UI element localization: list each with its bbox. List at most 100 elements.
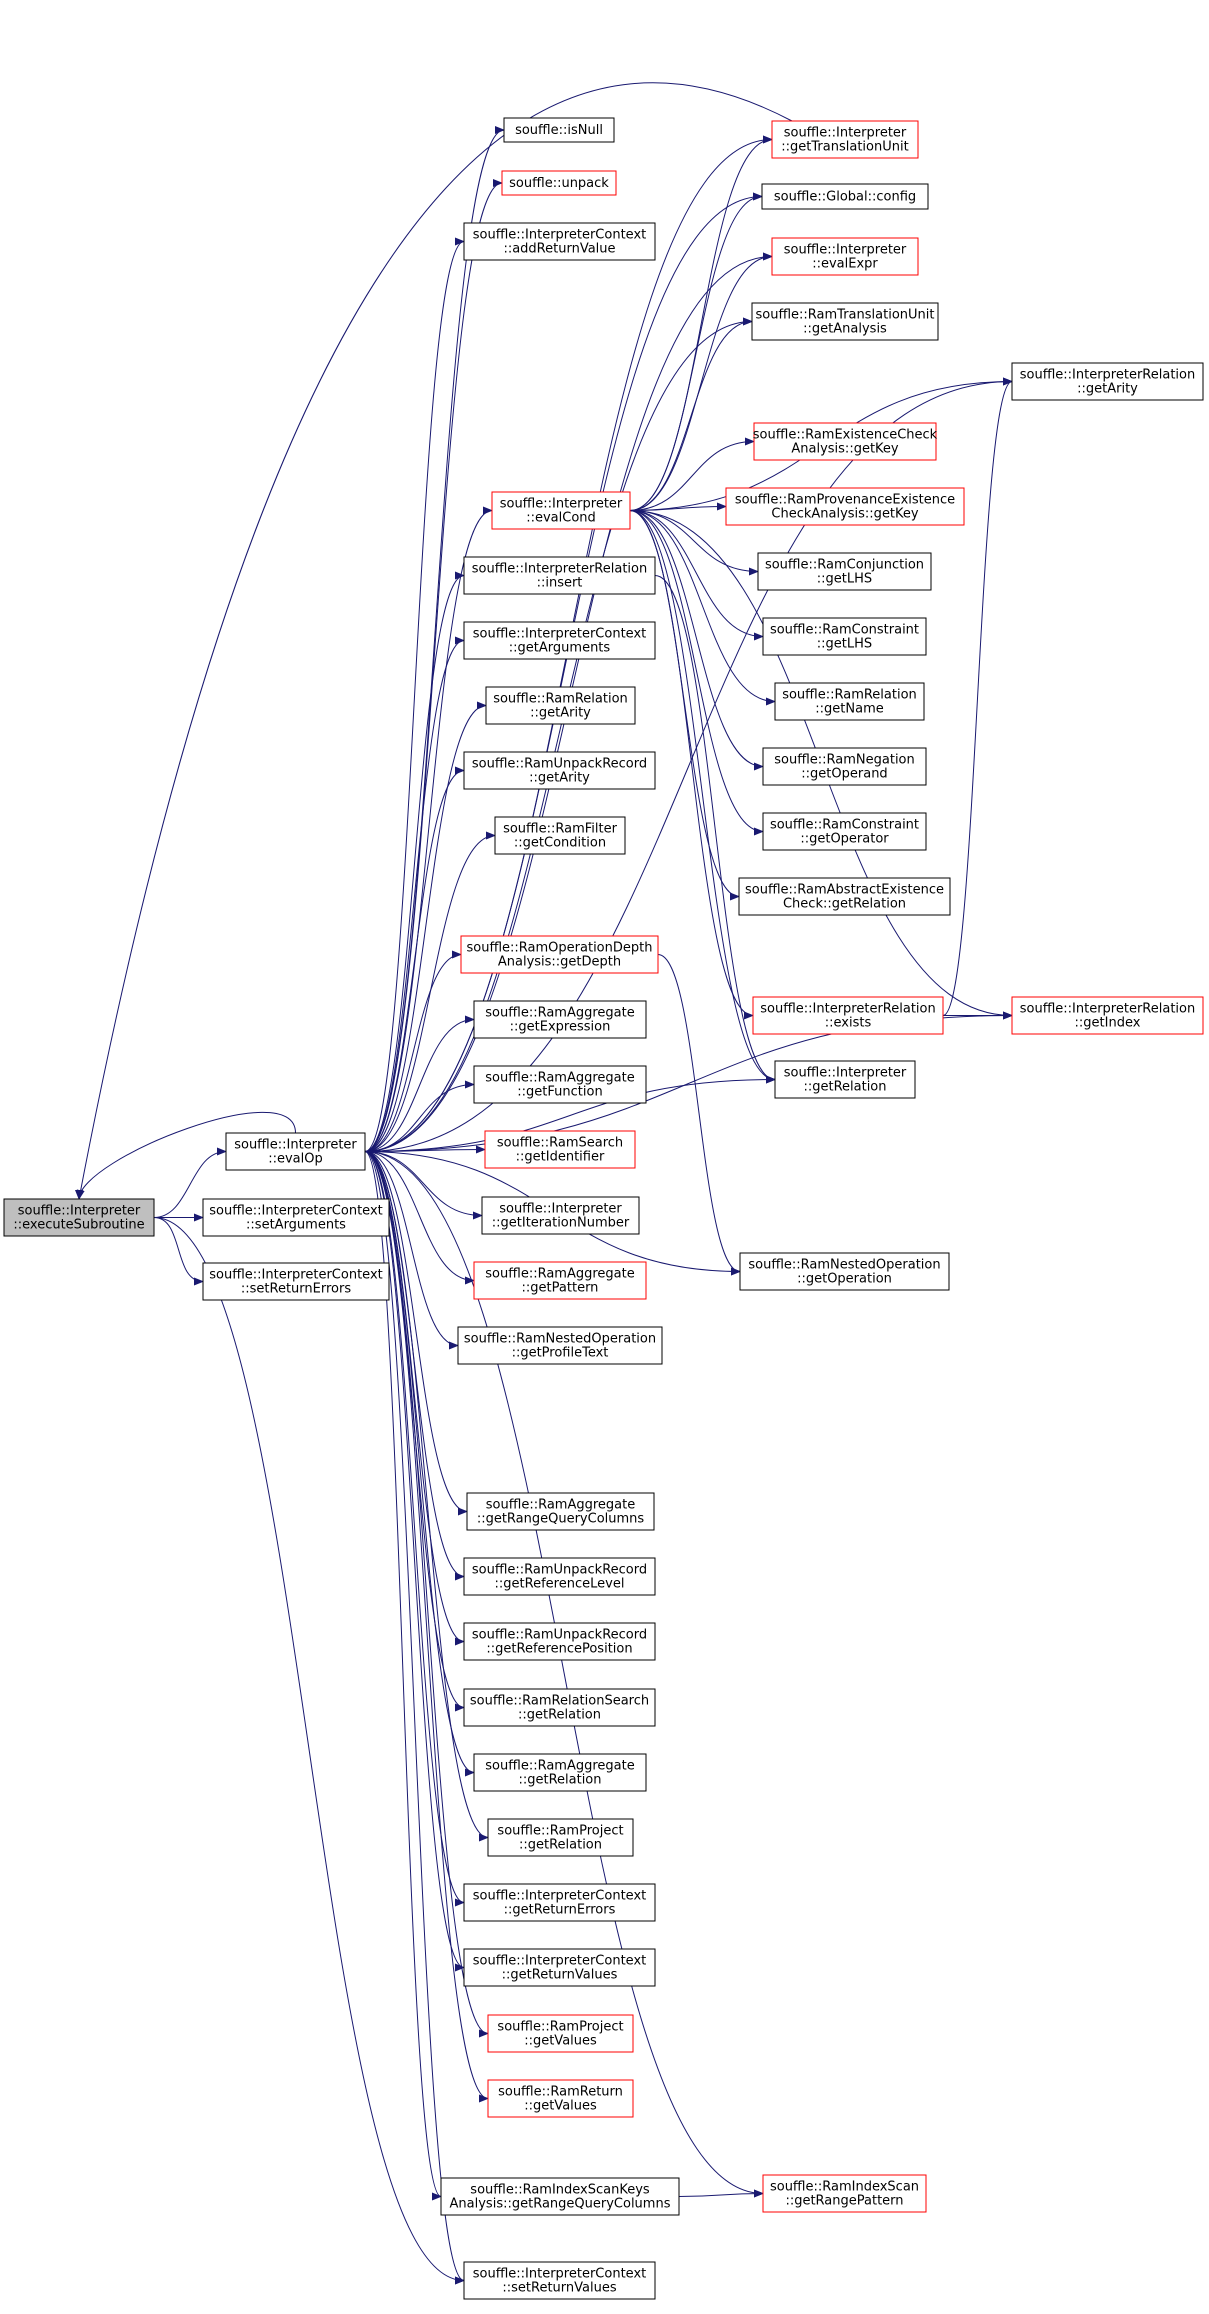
node-keysGetRangeQueryColumns[interactable]: souffle::RamIndexScanKeysAnalysis::getRa… [440,2177,680,2216]
node-getReturnErrors[interactable]: souffle::InterpreterContext::getReturnEr… [463,1883,656,1922]
node-label-line: souffle::RamAggregate [486,1498,635,1513]
node-label-line: ::executeSubroutine [13,1218,144,1233]
node-label-line: souffle::Interpreter [784,1066,907,1081]
edge-evalCond-to-interpGetRelation [629,510,776,1084]
node-label-line: ::getLHS [817,637,872,652]
edge-evalOp-to-irInsert [364,571,465,1152]
edge-irInsert-to-interpGetRelation [654,575,776,1084]
node-getDepth[interactable]: souffle::RamOperationDepthAnalysis::getD… [460,935,659,974]
node-label-line: souffle::RamProvenanceExistence [735,493,955,508]
node-label-line: souffle::RamAggregate [485,1006,634,1021]
node-getReferenceLevel[interactable]: souffle::RamUnpackRecord::getReferenceLe… [463,1557,656,1596]
node-interpGetRelation[interactable]: souffle::Interpreter::getRelation [774,1060,916,1099]
node-constraintGetOperator[interactable]: souffle::RamConstraint::getOperator [762,812,927,851]
node-getPattern[interactable]: souffle::RamAggregate::getPattern [473,1261,647,1300]
node-label-line: souffle::Interpreter [499,1202,622,1217]
node-unpack[interactable]: souffle::unpack [501,170,617,196]
node-setReturnErrors[interactable]: souffle::InterpreterContext::setReturnEr… [202,1262,390,1301]
node-getIterationNumber[interactable]: souffle::Interpreter::getIterationNumber [481,1196,640,1235]
node-label-line: souffle::InterpreterContext [473,1889,646,1904]
node-evalOp[interactable]: souffle::Interpreter::evalOp [225,1132,366,1171]
node-label-line: ::getExpression [510,1020,611,1035]
node-isNull[interactable]: souffle::isNull [503,117,615,143]
node-box [463,1883,656,1922]
node-box [762,2174,927,2213]
node-label-line: ::getValues [524,2034,597,2049]
node-label-line: souffle::RamConstraint [770,818,919,833]
node-label-line: Analysis::getKey [791,442,899,457]
node-globalConfig[interactable]: souffle::Global::config [761,183,929,210]
node-projectGetRelation[interactable]: souffle::RamProject::getRelation [487,1818,634,1857]
node-getOperation[interactable]: souffle::RamNestedOperation::getOperatio… [739,1252,950,1291]
node-label-line: souffle::unpack [509,176,609,191]
node-label-line: souffle::RamRelation [782,688,917,703]
node-unpackGetArity[interactable]: souffle::RamUnpackRecord::getArity [463,751,656,790]
node-label-line: souffle::Global::config [774,190,916,205]
node-label-line: CheckAnalysis::getKey [771,507,919,522]
node-box [771,237,919,276]
node-getReferencePosition[interactable]: souffle::RamUnpackRecord::getReferencePo… [463,1622,656,1661]
node-label-line: ::getAnalysis [803,322,887,337]
node-ramRelGetArity[interactable]: souffle::RamRelation::getArity [485,686,636,725]
node-irExists[interactable]: souffle::InterpreterRelation::exists [752,996,944,1035]
edge-evalOp-to-aggGetRelation [364,1151,475,1777]
node-projectGetValues[interactable]: souffle::RamProject::getValues [487,2014,634,2053]
node-box [485,686,636,725]
node-getCondition[interactable]: souffle::RamFilter::getCondition [494,816,626,855]
node-box [1011,996,1204,1035]
node-box [463,1622,656,1661]
node-box [487,1818,634,1857]
node-getIdentifier[interactable]: souffle::RamSearch::getIdentifier [484,1130,636,1169]
node-relGetName[interactable]: souffle::RamRelation::getName [774,682,925,721]
node-executeSubroutine[interactable]: souffle::Interpreter::executeSubroutine [3,1198,155,1237]
node-box [463,222,656,261]
node-evalCond[interactable]: souffle::Interpreter::evalCond [491,491,631,530]
node-box [463,1948,656,1987]
node-label-line: souffle::RamNegation [774,753,915,768]
node-label-line: ::evalOp [268,1152,323,1167]
node-box [463,556,656,595]
node-getProfileText[interactable]: souffle::RamNestedOperation::getProfileT… [457,1326,663,1365]
node-box [484,1130,636,1169]
node-box [473,1261,647,1300]
node-label-line: ::getRelation [803,1080,886,1095]
node-box [225,1132,366,1171]
node-getFunction[interactable]: souffle::RamAggregate::getFunction [473,1065,647,1104]
node-getArguments[interactable]: souffle::InterpreterContext::getArgument… [463,621,656,660]
node-existenceGetKey[interactable]: souffle::RamExistenceCheckAnalysis::getK… [753,422,938,461]
edge-evalCond-to-negGetOperand [629,510,764,771]
node-getExpression[interactable]: souffle::RamAggregate::getExpression [473,1000,647,1039]
node-label-line: souffle::Interpreter [784,126,907,141]
node-constraintGetLHS[interactable]: souffle::RamConstraint::getLHS [762,617,927,656]
node-irGetArity[interactable]: souffle::InterpreterRelation::getArity [1011,362,1204,401]
node-box [202,1198,390,1237]
node-getReturnValues[interactable]: souffle::InterpreterContext::getReturnVa… [463,1948,656,1987]
node-irInsert[interactable]: souffle::InterpreterRelation::insert [463,556,656,595]
node-box [463,1557,656,1596]
node-label-line: souffle::RamAbstractExistence [745,883,944,898]
node-label-line: ::getRangePattern [785,2194,903,2209]
edge-evalCond-to-existenceGetKey [629,437,755,511]
node-provenanceGetKey[interactable]: souffle::RamProvenanceExistenceCheckAnal… [725,487,965,526]
node-aggGetRelation[interactable]: souffle::RamAggregate::getRelation [473,1753,647,1792]
node-returnGetValues[interactable]: souffle::RamReturn::getValues [487,2079,634,2118]
node-box [460,935,659,974]
node-setReturnValues[interactable]: souffle::InterpreterContext::setReturnVa… [463,2261,656,2300]
node-label-line: ::getArity [1077,382,1138,397]
node-conjGetLHS[interactable]: souffle::RamConjunction::getLHS [757,552,932,591]
node-getRangeQueryColumns[interactable]: souffle::RamAggregate::getRangeQueryColu… [466,1492,655,1531]
node-relSearchGetRelation[interactable]: souffle::RamRelationSearch::getRelation [463,1688,656,1727]
node-label-line: souffle::RamAggregate [485,1267,634,1282]
node-addReturnValue[interactable]: souffle::InterpreterContext::addReturnVa… [463,222,656,261]
node-setArguments[interactable]: souffle::InterpreterContext::setArgument… [202,1198,390,1237]
edge-evalOp-to-getRangePattern [364,1151,764,2198]
node-getRangePattern[interactable]: souffle::RamIndexScan::getRangePattern [762,2174,927,2213]
node-getTranslationUnit[interactable]: souffle::Interpreter::getTranslationUnit [771,120,919,159]
node-evalExpr[interactable]: souffle::Interpreter::evalExpr [771,237,919,276]
node-irGetIndex[interactable]: souffle::InterpreterRelation::getIndex [1011,996,1204,1035]
edge-evalOp-to-getRangeQueryColumns [364,1151,468,1516]
node-box [463,1688,656,1727]
node-getAnalysis[interactable]: souffle::RamTranslationUnit::getAnalysis [751,302,939,341]
node-negGetOperand[interactable]: souffle::RamNegation::getOperand [762,747,927,786]
node-absExistGetRelation[interactable]: souffle::RamAbstractExistenceCheck::getR… [738,877,951,916]
